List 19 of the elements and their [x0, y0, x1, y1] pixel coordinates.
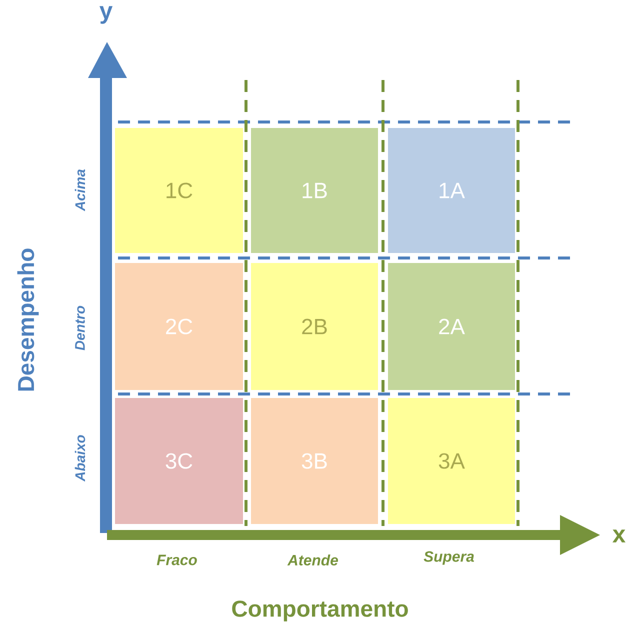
grid-cell: 2C	[115, 263, 243, 390]
grid-cell: 2A	[388, 263, 515, 390]
axis-letter: x	[612, 530, 626, 542]
grid-cell: 3A	[388, 398, 515, 524]
grid-cell: 3B	[251, 398, 378, 524]
grid-cell: 3C	[115, 398, 243, 524]
axis-title: Desempenho	[17, 248, 39, 391]
row-label: Acima	[74, 169, 86, 212]
column-label: Supera	[424, 551, 474, 565]
axis-letter: y	[100, 6, 113, 24]
grid-cell: 1C	[115, 128, 243, 253]
grid-cell: 1B	[251, 128, 378, 253]
axis-title: Comportamento	[232, 600, 408, 622]
row-label: Dentro	[75, 306, 85, 350]
column-label: Atende	[287, 554, 338, 566]
grid-cell: 2B	[251, 263, 378, 390]
row-label: Abaixo	[74, 435, 86, 482]
grid-cell: 1A	[388, 128, 515, 253]
column-label: Fraco	[156, 554, 197, 566]
